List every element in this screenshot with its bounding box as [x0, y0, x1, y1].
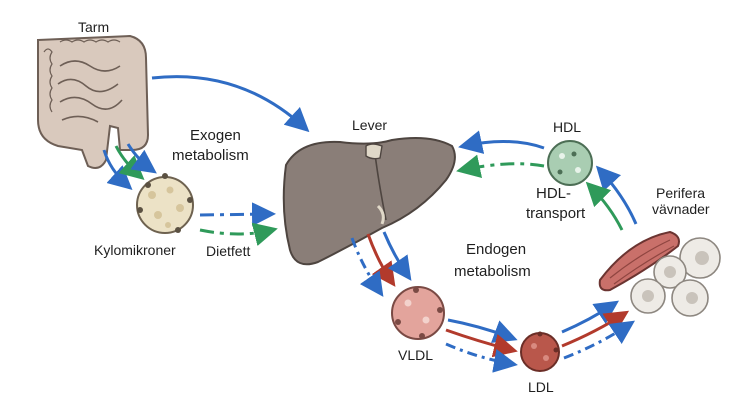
arrow-intestine-to-liver [151, 75, 310, 133]
label-ldl: LDL [528, 379, 554, 395]
chylomicron-particle [136, 173, 194, 234]
hdl-particle [547, 140, 593, 186]
arrow-ldl-to-peripheral-blue-dashed [563, 320, 635, 360]
arrow-peripheral-to-hdl-green [585, 181, 624, 231]
label-perifera-line1: Perifera [656, 185, 705, 201]
ldl-particle [520, 331, 560, 372]
label-endogen-line2: metabolism [454, 263, 531, 280]
arrow-hdl-to-liver-green [456, 154, 545, 179]
arrow-vldl-to-ldl-blue-dashed [445, 342, 518, 373]
arrow-intestine-to-chylomicron-blue-2 [126, 143, 157, 174]
vldl-particle [391, 286, 445, 340]
arrow-ldl-to-peripheral-red [561, 310, 630, 348]
arrow-liver-to-vldl-blue-dashed [350, 237, 384, 297]
label-lever: Lever [352, 117, 387, 133]
arrow-vldl-to-ldl-red [445, 328, 518, 358]
label-hdl-transport-line1: HDL- [536, 185, 571, 202]
label-dietfett: Dietfett [206, 243, 250, 259]
arrow-intestine-to-chylomicron-green [114, 145, 145, 180]
label-exogen-line2: metabolism [172, 147, 249, 164]
liver-illustration [282, 137, 456, 266]
arrow-ldl-to-peripheral-blue [561, 300, 619, 334]
arrow-hdl-to-liver-blue [458, 130, 545, 154]
label-hdl: HDL [553, 119, 581, 135]
intestine-illustration [37, 34, 150, 169]
peripheral-cells-illustration [630, 237, 721, 317]
label-exogen-line1: Exogen [190, 127, 241, 144]
label-endogen-line1: Endogen [466, 241, 526, 258]
label-perifera-line2: vävnader [652, 201, 710, 217]
arrow-chylomicron-to-liver-blue [199, 202, 276, 227]
label-vldl: VLDL [398, 347, 433, 363]
label-hdl-transport-line2: transport [526, 205, 586, 222]
arrow-liver-to-vldl-blue [382, 231, 412, 281]
label-kylomikroner: Kylomikroner [94, 242, 176, 258]
label-tarm: Tarm [78, 19, 109, 35]
arrow-intestine-to-chylomicron-blue [102, 149, 133, 190]
arrow-dietfett-to-liver-green [199, 222, 278, 247]
muscle-illustration [598, 230, 680, 292]
arrow-peripheral-to-hdl-blue [595, 165, 638, 225]
